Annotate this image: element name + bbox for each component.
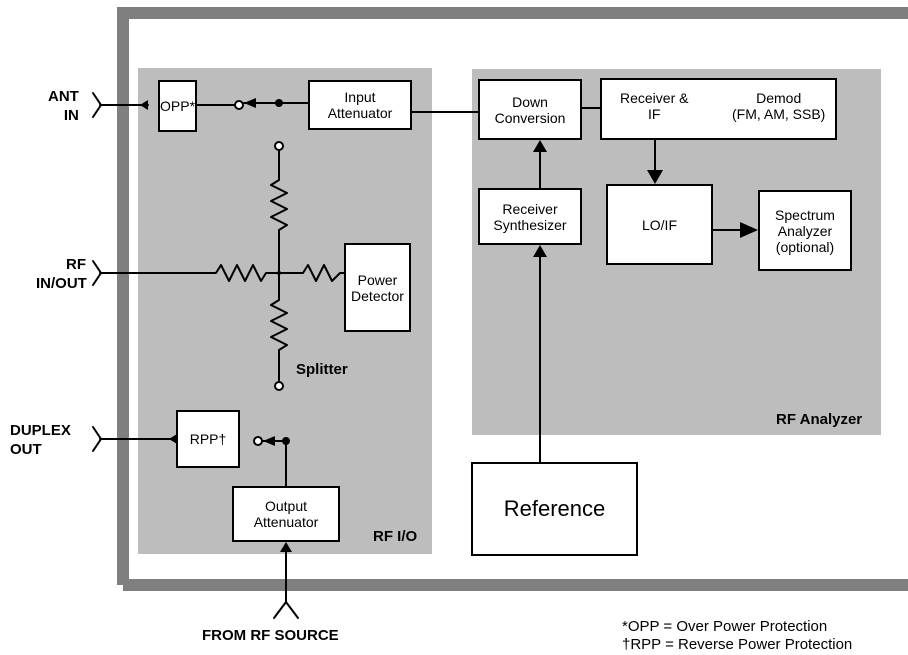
input-attenuator-block: Input Attenuator — [308, 80, 412, 130]
ant-in-arrowhead — [140, 100, 148, 110]
rpp-block: RPP† — [176, 410, 240, 468]
opp-footnote: *OPP = Over Power Protection — [622, 618, 828, 635]
splitter-horizontal-resistors — [99, 264, 345, 282]
duplex-out-arrowhead — [169, 434, 177, 444]
output-attenuator-arrowhead — [280, 542, 292, 552]
output-attenuator-block: Output Attenuator — [232, 486, 340, 542]
splitter-vertical-resistors — [270, 149, 288, 383]
down-conversion-block: Down Conversion — [478, 79, 582, 140]
spectrum-arrowhead — [740, 222, 758, 238]
rf-analyzer-panel-label: RF Analyzer — [776, 411, 863, 428]
instrument-frame — [117, 7, 908, 591]
input-switch-contact — [234, 100, 244, 110]
synth-arrowhead — [533, 245, 547, 257]
receiver-if-demod-block: Receiver & IF Demod (FM, AM, SSB) — [600, 78, 837, 140]
splitter-top-terminal — [274, 141, 284, 151]
output-junction-dot — [282, 437, 290, 445]
lo-if-block: LO/IF — [606, 184, 713, 265]
spectrum-analyzer-block: Spectrum Analyzer (optional) — [758, 190, 852, 271]
ant-in-label: ANT IN — [48, 88, 79, 124]
rf-in-out-connector — [92, 260, 102, 286]
receiver-if-label: Receiver & IF — [620, 90, 689, 122]
rf-in-out-label: RF IN/OUT — [36, 256, 87, 292]
reference-block: Reference — [471, 462, 638, 556]
lo-if-arrowhead — [647, 170, 663, 184]
from-rf-source-connector — [273, 601, 299, 619]
output-switch-arrowhead — [263, 436, 275, 446]
rf-io-panel-label: RF I/O — [373, 528, 418, 545]
splitter-bottom-terminal — [274, 381, 284, 391]
opp-block: OPP* — [158, 80, 197, 132]
splitter-center-node — [277, 271, 281, 275]
duplex-out-label: DUPLEX OUT — [10, 422, 71, 458]
demod-label: Demod (FM, AM, SSB) — [732, 90, 826, 122]
input-junction-dot — [275, 99, 283, 107]
splitter-label: Splitter — [296, 361, 348, 378]
rpp-footnote: †RPP = Reverse Power Protection — [622, 636, 853, 653]
from-rf-source-label: FROM RF SOURCE — [202, 627, 339, 644]
down-conversion-arrowhead — [533, 140, 547, 152]
input-switch-arrowhead — [244, 98, 256, 108]
output-switch-contact — [253, 436, 263, 446]
power-detector-block: Power Detector — [344, 243, 411, 332]
receiver-synthesizer-block: Receiver Synthesizer — [478, 188, 582, 245]
